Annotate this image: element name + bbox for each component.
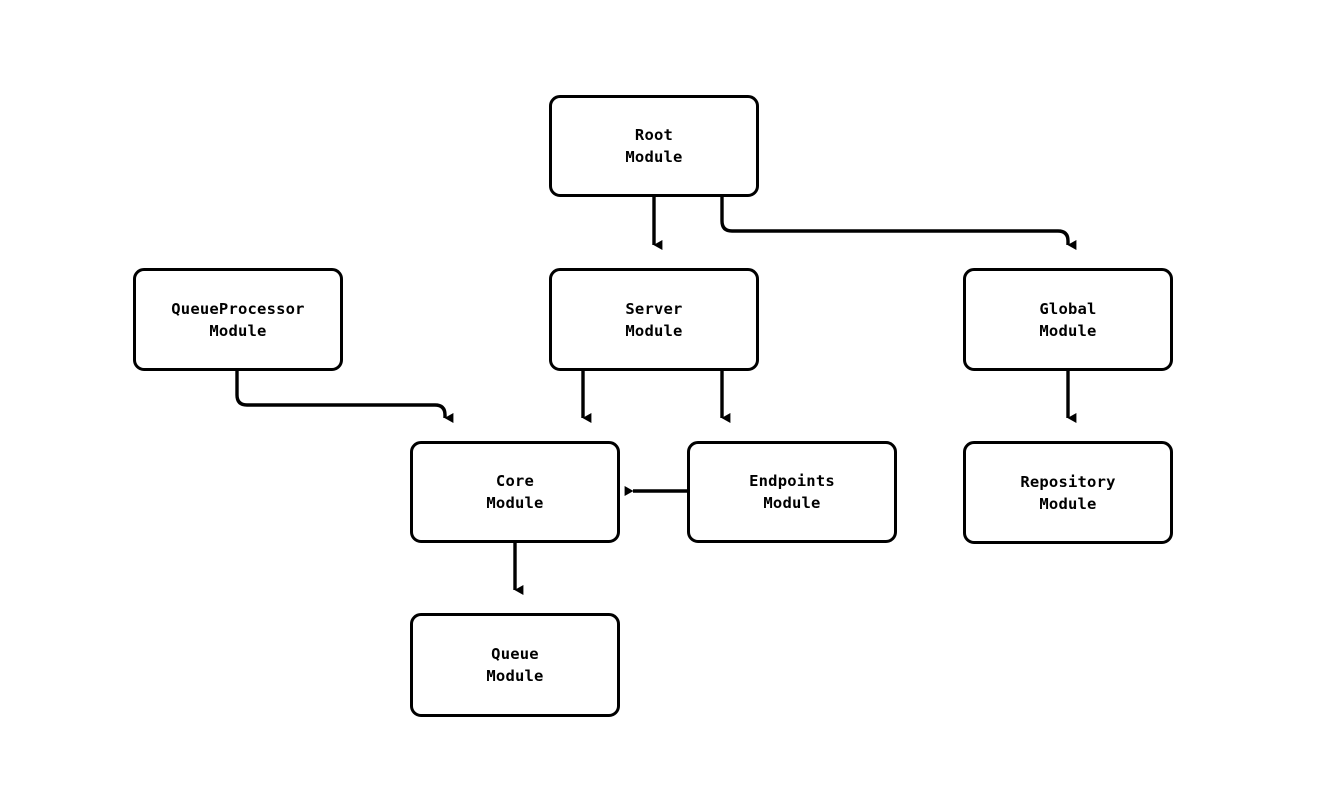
node-root-module-label: Root Module (625, 126, 683, 166)
node-repository-module[interactable]: Repository Module (963, 441, 1173, 544)
node-server-module-label: Server Module (625, 299, 683, 340)
node-endpoints-module-label: Endpoints Module (749, 472, 835, 512)
node-core-module[interactable]: Core Module (410, 441, 620, 543)
node-queueprocessor-module-label: QueueProcessor Module (171, 299, 305, 340)
node-core-module-label: Core Module (486, 472, 544, 512)
edge-root-to-global (720, 197, 1077, 250)
node-queue-module-label: Queue Module (486, 645, 544, 685)
node-root-module[interactable]: Root Module (549, 95, 759, 197)
edge-queueprocessor-to-core (235, 371, 454, 423)
node-queueprocessor-module[interactable]: QueueProcessor Module (133, 268, 343, 371)
node-queue-module[interactable]: Queue Module (410, 613, 620, 717)
node-repository-module-label: Repository Module (1020, 472, 1116, 513)
node-global-module-label: Global Module (1039, 299, 1097, 340)
node-endpoints-module[interactable]: Endpoints Module (687, 441, 897, 543)
node-server-module[interactable]: Server Module (549, 268, 759, 371)
node-global-module[interactable]: Global Module (963, 268, 1173, 371)
